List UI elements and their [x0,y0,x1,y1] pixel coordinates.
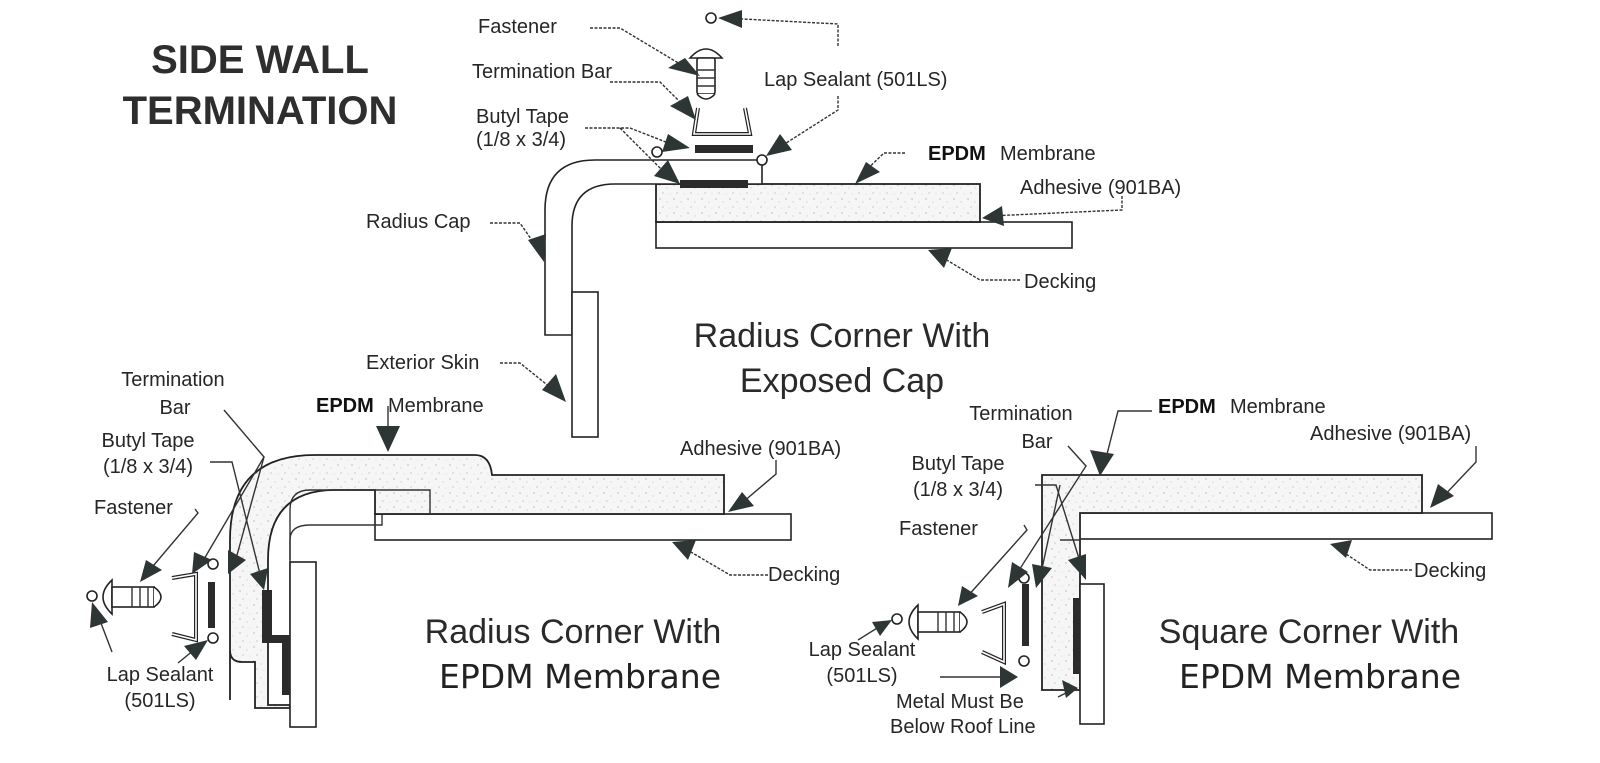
butyl-tape [208,582,215,628]
label-termination-bar: Termination Bar [472,61,612,83]
label-butyl-tape-size: (1/8 x 3/4) [913,479,1003,501]
termination-bar [691,107,753,136]
label-adhesive: Adhesive (901BA) [680,438,841,460]
caption-line1: Radius Corner With [425,613,722,651]
label-membrane: Membrane [1230,396,1326,418]
label-termination-bar-line2: Bar [1021,431,1052,453]
caption-line1: Square Corner With [1159,613,1459,651]
caption-line2: Exposed Cap [740,362,944,400]
label-decking: Decking [1414,560,1486,582]
label-decking: Decking [768,564,840,586]
lap-sealant-bead [705,12,717,24]
label-epdm: EPDM [1158,396,1216,418]
label-fastener: Fastener [478,16,557,38]
radius-cap [544,159,763,336]
fastener [908,604,968,640]
lap-sealant-bead [207,558,219,570]
label-termination-bar-line2: Bar [159,397,190,419]
lap-sealant-bead [86,590,98,602]
butyl-tape-stepped [262,590,290,695]
label-lap-sealant: Lap Sealant [809,639,916,661]
exterior-skin [571,291,599,438]
epdm-membrane [655,183,981,223]
detail-radius-epdm: Termination Bar Butyl Tape (1/8 x 3/4) F… [86,369,841,728]
label-epdm: EPDM [316,395,374,417]
label-lap-sealant: Lap Sealant [107,664,214,686]
caption-line2: EPDM Membrane [439,657,721,696]
termination-bar [171,571,198,643]
label-termination-bar-line1: Termination [121,369,224,391]
label-adhesive: Adhesive (901BA) [1020,177,1181,199]
butyl-tape-outer [1022,584,1029,646]
label-metal-note-line2: Below Roof Line [890,716,1036,738]
label-lap-sealant-code: (501LS) [826,665,897,687]
caption-line1: Radius Corner With [694,317,991,355]
lap-sealant-bead [651,146,663,158]
caption-line2: EPDM Membrane [1179,657,1461,696]
label-adhesive: Adhesive (901BA) [1310,423,1471,445]
lap-sealant-bead [891,613,903,625]
exterior-skin [1079,583,1105,725]
lap-sealant-bead [756,154,768,166]
butyl-tape-upper [695,145,753,153]
label-exterior-skin: Exterior Skin [366,352,479,374]
label-butyl-tape: Butyl Tape [101,430,194,452]
label-fastener: Fastener [899,518,978,540]
label-lap-sealant: Lap Sealant (501LS) [764,69,947,91]
detail-exposed-cap: Fastener Termination Bar Butyl Tape (1/8… [366,10,1181,438]
label-lap-sealant-code: (501LS) [124,690,195,712]
label-membrane: Membrane [1000,143,1096,165]
butyl-tape-inner [1073,598,1080,674]
label-membrane: Membrane [388,395,484,417]
decking-board [1059,512,1493,540]
label-decking: Decking [1024,271,1096,293]
decking-board [374,513,792,541]
label-butyl-tape-size: (1/8 x 3/4) [476,129,566,151]
label-metal-note-line1: Metal Must Be [896,691,1024,713]
diagram-title-line2: TERMINATION [123,89,398,133]
label-butyl-tape-size: (1/8 x 3/4) [103,456,193,478]
label-butyl-tape: Butyl Tape [476,106,569,128]
fastener [102,579,162,615]
label-radius-cap: Radius Cap [366,211,471,233]
lap-sealant-bead [1018,655,1030,667]
detail-square-epdm: Termination Bar Butyl Tape (1/8 x 3/4) F… [809,396,1493,738]
butyl-tape-lower [680,180,748,188]
decking-board [655,221,1073,249]
lap-sealant-bead [207,632,219,644]
label-fastener: Fastener [94,497,173,519]
label-butyl-tape: Butyl Tape [911,453,1004,475]
exterior-skin [289,561,317,728]
label-termination-bar-line1: Termination [969,403,1072,425]
label-epdm: EPDM [928,143,986,165]
diagram-title-line1: SIDE WALL [151,38,369,82]
